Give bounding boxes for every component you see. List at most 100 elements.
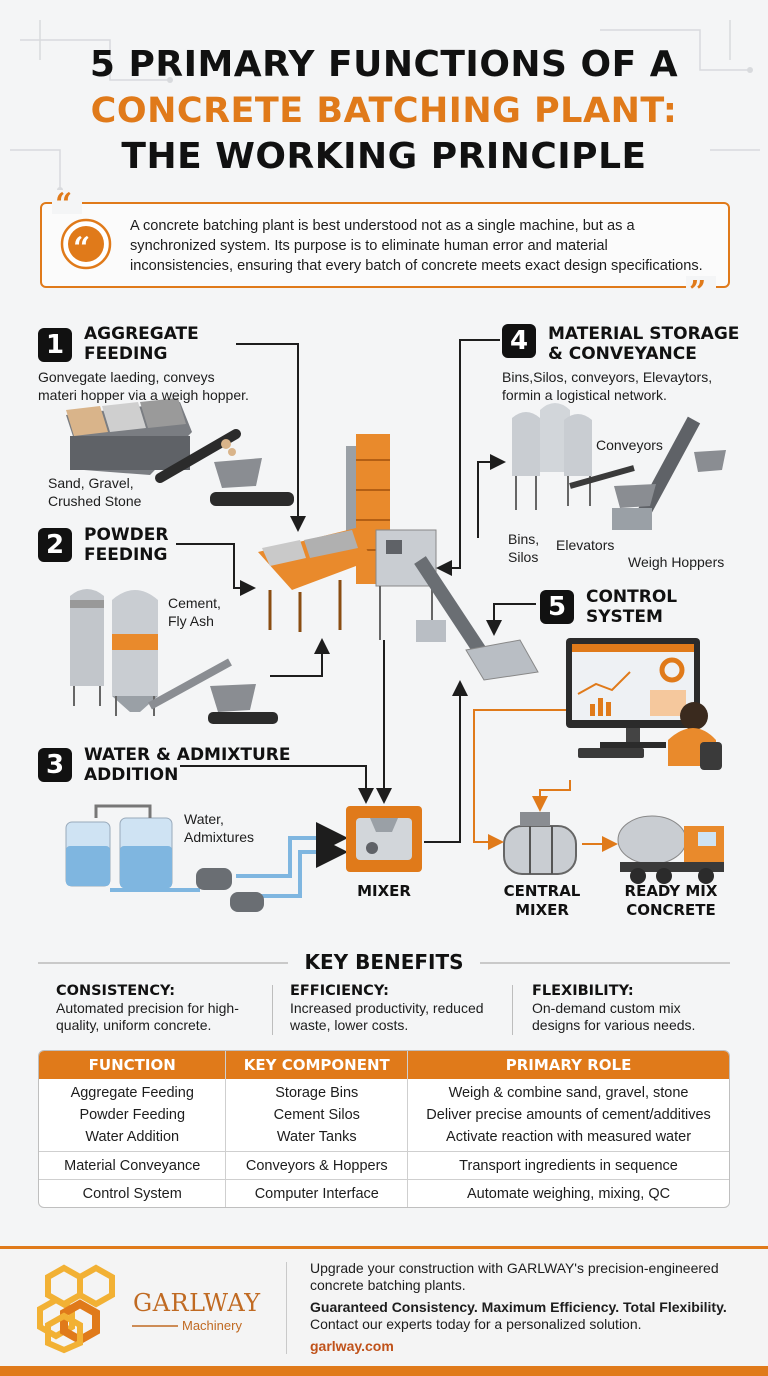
key-benefits-rule-right [480,962,730,964]
table-cell-text: Activate reaction with measured water [446,1129,692,1145]
ready-mix-line-1: READY MIX [624,882,718,900]
central-mixer-label: CENTRAL MIXER [492,882,592,920]
table-cell-text: Cement Silos [273,1107,360,1123]
step-3-materials-line-1: Water, [184,811,224,827]
benefit-consistency-heading: CONSISTENCY: [56,983,175,999]
step-2-title-line-2: FEEDING [84,545,168,565]
batching-plant-illustration [258,434,539,681]
step-4-description-line-2: formin a logistical network. [502,387,667,403]
step-2-number: 2 [38,528,72,562]
table-row: Control System Computer Interface Automa… [39,1179,729,1207]
brand-rule [132,1325,178,1327]
table-cell-function: Aggregate Feeding Powder Feeding Water A… [39,1079,225,1151]
step-1-description: Gonvegate laeding, conveys materi hopper… [38,368,249,404]
water-tanks-illustration [65,804,348,912]
step-1-number: 1 [38,328,72,362]
aggregate-bins-illustration [66,398,294,506]
mixer-label: MIXER [357,882,411,900]
table-cell-text: Water Tanks [276,1129,357,1145]
step-1-title: AGGREGATE FEEDING [84,324,199,364]
title-line-3: THE WORKING PRINCIPLE [121,136,647,177]
benefit-efficiency-heading: EFFICIENCY: [290,983,389,999]
step-5-number: 5 [540,590,574,624]
control-computer-illustration [566,638,722,770]
table-cell-text: Water Addition [85,1129,180,1145]
benefit-flexibility-line-2: designs for various needs. [532,1017,696,1033]
svg-text:“: “ [73,231,90,266]
functions-table: FUNCTION KEY COMPONENT PRIMARY ROLE Aggr… [38,1050,730,1208]
open-quote-icon: “ [52,190,82,214]
step-4-description: Bins,Silos, conveyors, Elevaytors, formi… [502,368,712,404]
table-cell-component: Storage Bins Cement Silos Water Tanks [225,1079,407,1151]
table-cell-component: Computer Interface [225,1179,408,1207]
table-header-role: PRIMARY ROLE [407,1051,729,1079]
process-diagram [65,339,726,912]
footer-tagline: Guaranteed Consistency. Maximum Efficien… [310,1299,727,1315]
table-cell-text: Powder Feeding [79,1107,186,1123]
table-row: Aggregate Feeding Powder Feeding Water A… [39,1079,729,1151]
title-line-1: 5 PRIMARY FUNCTIONS OF A [89,44,679,85]
step-3-number: 3 [38,748,72,782]
table-cell-role: Transport ingredients in sequence [407,1151,729,1179]
brand-name: GARLWAY [133,1289,261,1317]
footer [0,1249,768,1366]
step-4-bins-line-1: Bins, [508,531,540,547]
step-1-title-line-2: FEEDING [84,344,168,364]
title-line-2: CONCRETE BATCHING PLANT: [90,91,678,131]
table-cell-component: Conveyors & Hoppers [225,1151,408,1179]
storage-conveyance-illustration [512,403,726,530]
step-5-title-line-1: CONTROL [586,587,678,607]
step-1-materials-label: Sand, Gravel, Crushed Stone [48,474,141,510]
table-cell-text: Aggregate Feeding [70,1085,194,1101]
step-1-title-line-1: AGGREGATE [84,324,199,344]
svg-text:”: ” [689,276,706,300]
step-3-materials-label: Water, Admixtures [184,810,254,846]
benefit-flexibility: FLEXIBILITY: On-demand custom mix design… [532,982,752,1034]
intro-quote-text: A concrete batching plant is best unders… [130,218,703,274]
step-2-title-line-1: POWDER [84,525,169,545]
step-4-title-line-1: MATERIAL STORAGE [548,324,740,344]
footer-line-2: concrete batching plants. [310,1277,466,1293]
ready-mix-line-2: CONCRETE [626,901,716,919]
intro-quote-box [40,202,730,288]
step-1-materials-line-1: Sand, Gravel, [48,475,134,491]
footer-website-link[interactable]: garlway.com [310,1338,394,1354]
central-mixer-line-2: MIXER [515,901,569,919]
table-cell-text: Weigh & combine sand, gravel, stone [448,1085,689,1101]
step-4-conveyors-label: Conveyors [596,437,663,453]
step-4-title: MATERIAL STORAGE & CONVEYANCE [548,324,739,364]
cement-silos-illustration [70,589,278,724]
benefit-flexibility-heading: FLEXIBILITY: [532,983,634,999]
footer-top-accent [0,1246,768,1249]
step-2-materials-line-1: Cement, [168,595,221,611]
benefit-divider-1 [272,985,273,1035]
ready-mix-truck-illustration [617,815,724,884]
table-cell-text: Storage Bins [275,1085,359,1101]
step-3-materials-line-2: Admixtures [184,829,255,845]
step-2-materials-label: Cement, Fly Ash [168,594,221,630]
table-header-function: FUNCTION [39,1051,226,1079]
step-1-materials-line-2: Crushed Stone [48,493,142,509]
step-1-description-line-2: materi hopper via a weigh hopper. [38,387,249,403]
step-5-title-line-2: SYSTEM [586,607,663,627]
table-header-component: KEY COMPONENT [225,1051,408,1079]
table-cell-function: Material Conveyance [39,1151,226,1179]
benefit-flexibility-line-1: On-demand custom mix [532,1000,681,1016]
central-mixer-line-1: CENTRAL [503,882,581,900]
footer-line-1: Upgrade your construction with GARLWAY's… [310,1260,719,1276]
step-1-description-line-1: Gonvegate laeding, conveys [38,369,215,385]
table-cell-text: Deliver precise amounts of cement/additi… [426,1107,711,1123]
step-3-title-line-1: WATER & ADMIXTURE [84,745,291,765]
step-2-title: POWDER FEEDING [84,525,168,565]
step-4-bins-line-2: Silos [508,549,539,565]
footer-bottom-accent [0,1366,768,1376]
mixer-illustration [346,806,422,872]
close-quote-icon: ” [686,276,716,300]
footer-cta: Contact our experts today for a personal… [310,1316,642,1332]
benefit-efficiency: EFFICIENCY: Increased productivity, redu… [290,982,510,1034]
step-4-title-line-2: & CONVEYANCE [548,344,697,364]
step-4-bins-label: Bins, Silos [508,530,539,566]
step-4-elevators-label: Elevators [556,537,615,553]
quote-badge-icon: “ [60,218,112,270]
page-title: 5 PRIMARY FUNCTIONS OF A CONCRETE BATCHI… [0,42,768,180]
